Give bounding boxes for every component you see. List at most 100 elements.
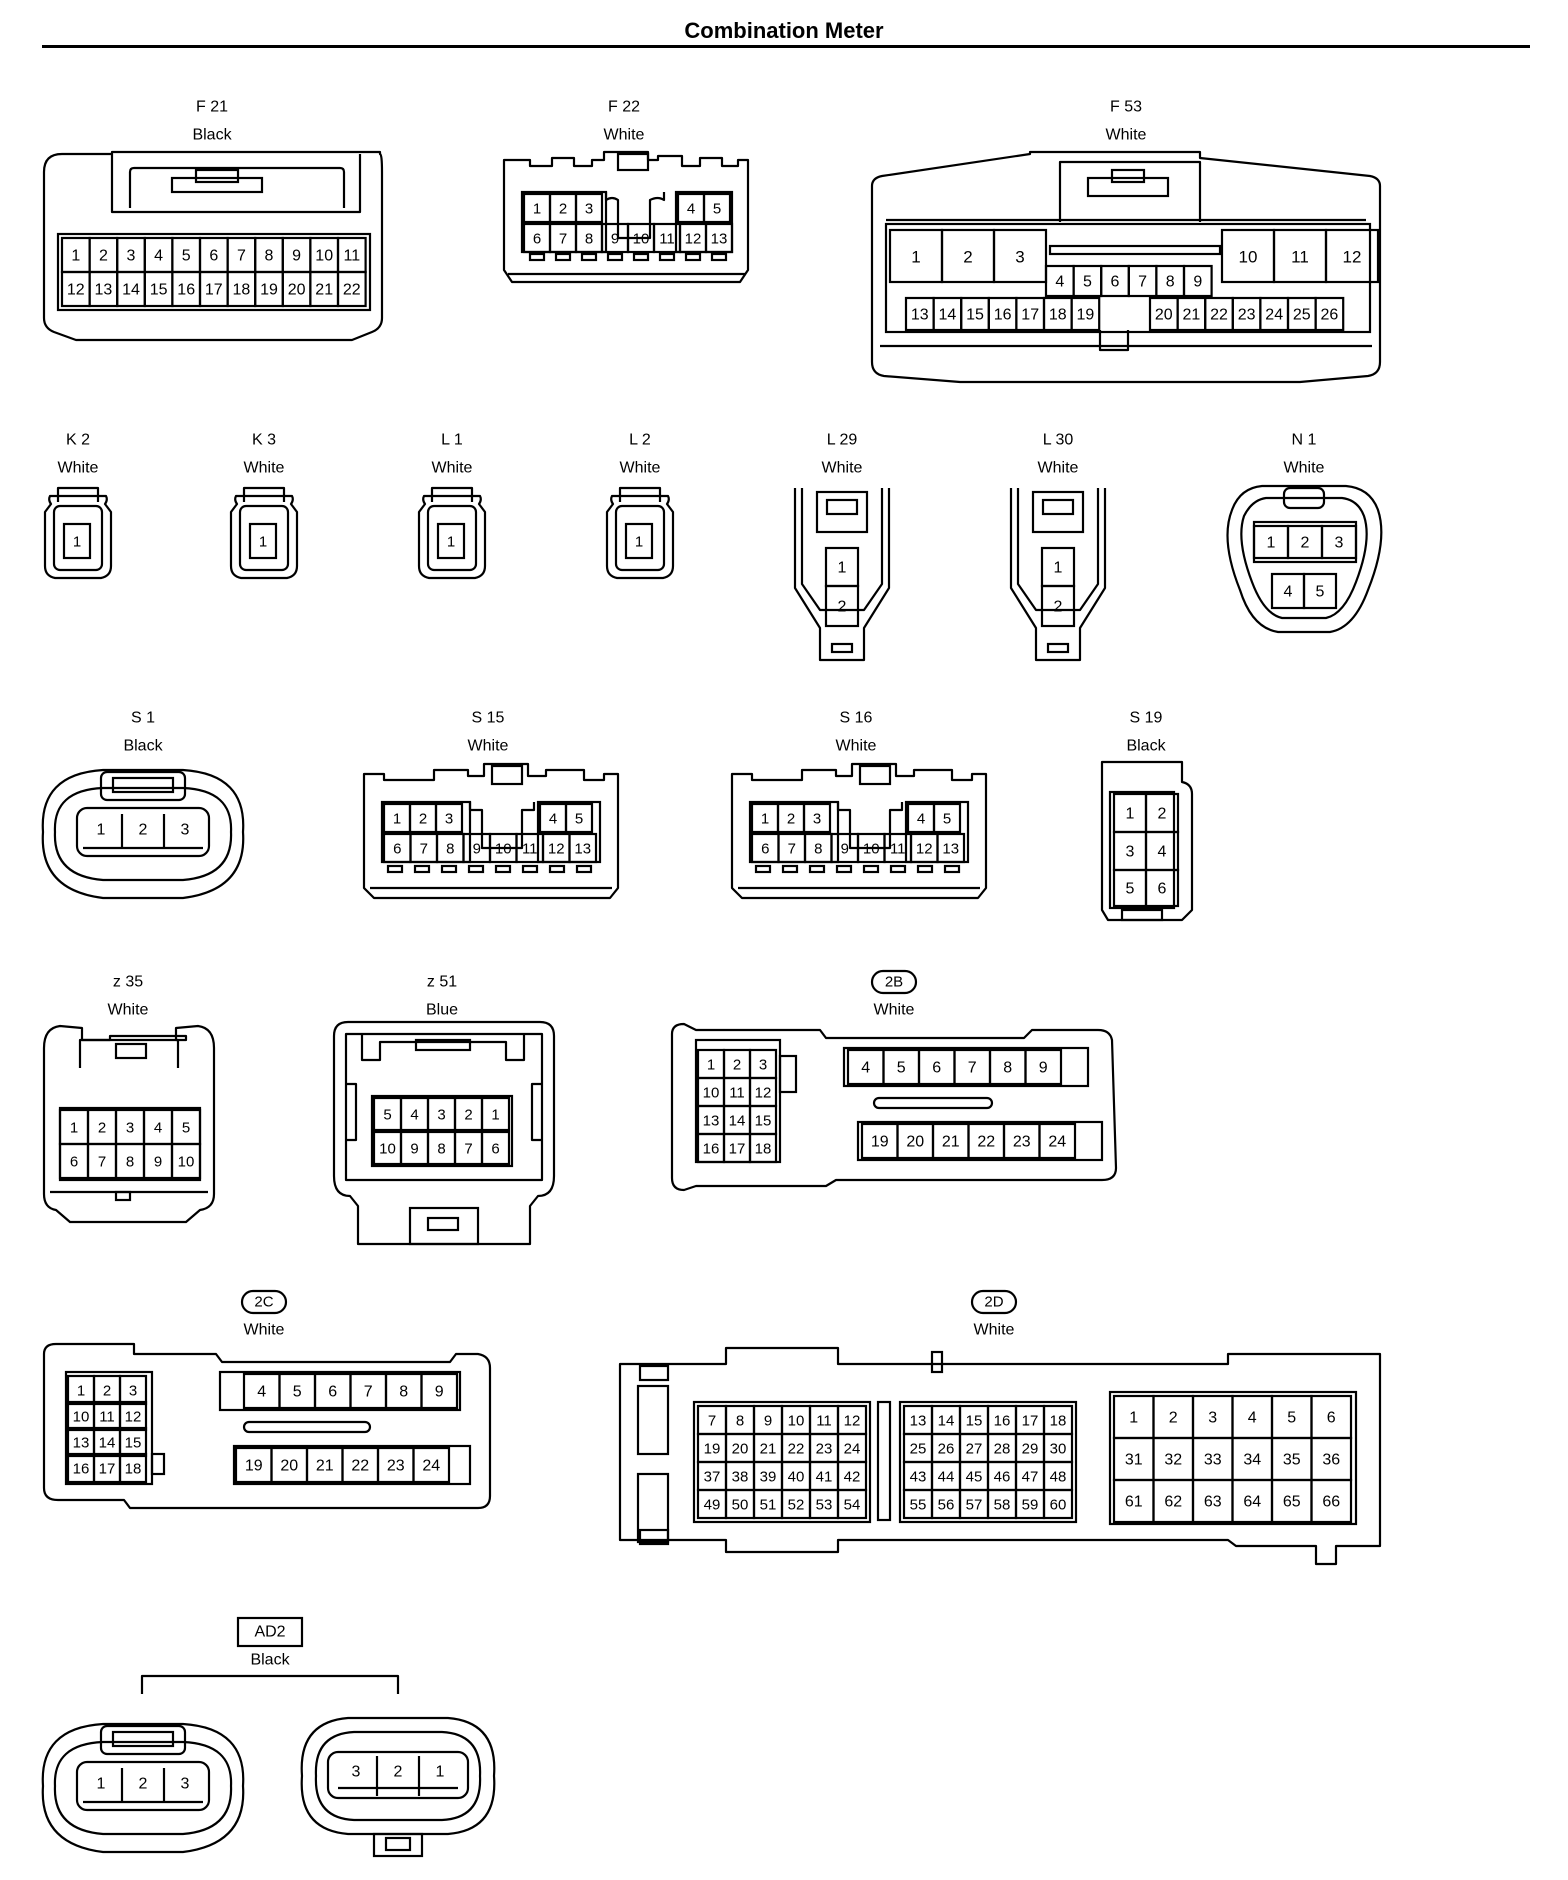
pin-number: 2 xyxy=(139,822,148,839)
F53-key-slot xyxy=(1048,244,1222,256)
connector-code: AD2 xyxy=(254,1624,285,1641)
pin-22: 22 xyxy=(967,1122,1006,1160)
pin-number: 20 xyxy=(1155,307,1173,324)
pin-number: 18 xyxy=(233,282,251,299)
pin-50: 50 xyxy=(724,1488,756,1520)
pin-27: 27 xyxy=(958,1432,990,1464)
pin-number: 50 xyxy=(732,1497,749,1514)
pin-number: 24 xyxy=(1048,1134,1066,1151)
pin-number: 6 xyxy=(393,841,401,858)
pin-number: 6 xyxy=(70,1154,78,1171)
one-pin-inner xyxy=(426,504,478,572)
pin-number: 21 xyxy=(942,1134,960,1151)
pin-number: 7 xyxy=(968,1060,977,1077)
pin-14: 14 xyxy=(930,1404,962,1436)
pin-number: 20 xyxy=(906,1134,924,1151)
terminal-slot xyxy=(386,864,404,874)
pin-number: 7 xyxy=(1138,274,1147,291)
pin-box xyxy=(1302,572,1338,610)
pin-5: 5 xyxy=(1270,1394,1313,1440)
pin-9: 9 xyxy=(399,1130,430,1166)
pin-number: 1 xyxy=(1129,1410,1138,1427)
pin-49: 49 xyxy=(696,1488,728,1520)
pin-number: 15 xyxy=(150,282,168,299)
pin-number: 9 xyxy=(841,841,849,858)
pin-number: 36 xyxy=(1322,1452,1340,1469)
pin-57: 57 xyxy=(958,1488,990,1520)
pin-15: 15 xyxy=(748,1104,778,1136)
pin-18: 18 xyxy=(1042,296,1073,332)
pin-7: 7 xyxy=(696,1404,728,1436)
pin-box xyxy=(702,192,732,224)
connector-code: K 2 xyxy=(66,432,90,449)
N1-outer xyxy=(1226,484,1383,634)
pin-number: 13 xyxy=(95,282,113,299)
pin-number: 5 xyxy=(1083,274,1092,291)
pin-number: 5 xyxy=(713,201,721,218)
pin-45: 45 xyxy=(958,1460,990,1492)
pin-number: 6 xyxy=(1111,274,1120,291)
pin-number: 35 xyxy=(1283,1452,1301,1469)
connector-color: White xyxy=(244,460,285,477)
pin-64: 64 xyxy=(1231,1478,1274,1524)
pin-number: 3 xyxy=(352,1764,361,1781)
pin-box xyxy=(824,584,860,628)
pin-number: 16 xyxy=(177,282,195,299)
pin-22: 22 xyxy=(780,1432,812,1464)
pin-number: 1 xyxy=(838,560,847,577)
pin-5: 5 xyxy=(882,1048,921,1086)
pin-60: 60 xyxy=(1042,1488,1074,1520)
pin-66: 66 xyxy=(1310,1478,1353,1524)
connector-color: White xyxy=(822,460,863,477)
pin-46: 46 xyxy=(986,1460,1018,1492)
pin-number: 12 xyxy=(844,1413,861,1430)
F22-lock xyxy=(616,152,650,172)
connector-color: White xyxy=(108,1002,149,1019)
pin-5: 5 xyxy=(278,1372,317,1410)
pin-2: 2 xyxy=(408,802,438,834)
pin-5: 5 xyxy=(932,802,962,834)
round-pin-frame xyxy=(75,806,211,858)
pin-53: 53 xyxy=(808,1488,840,1520)
pin-12: 12 xyxy=(541,832,571,864)
pin-box xyxy=(420,1372,459,1410)
pin-number: 10 xyxy=(315,248,333,265)
pin-number: 2 xyxy=(559,201,567,218)
2B-bottom-frame xyxy=(856,1120,1104,1162)
pin-number: 2 xyxy=(99,248,108,265)
pin-box xyxy=(1314,296,1345,332)
connector-code: S 1 xyxy=(131,710,155,727)
pin-3: 3 xyxy=(992,228,1048,284)
pin-number: 9 xyxy=(1193,274,1202,291)
pin-1: 1 xyxy=(1040,546,1076,588)
pin-number: 3 xyxy=(1126,844,1135,861)
pin-number: 19 xyxy=(245,1458,263,1475)
z35-shell xyxy=(42,1024,216,1224)
pin-number: 8 xyxy=(265,248,274,265)
pin-6: 6 xyxy=(1100,264,1130,298)
pin-4: 4 xyxy=(399,1096,430,1132)
pin-number: 15 xyxy=(966,307,984,324)
terminal-slot xyxy=(548,864,566,874)
pin-box xyxy=(1040,584,1076,628)
pin-23: 23 xyxy=(1231,296,1262,332)
pin-9: 9 xyxy=(420,1372,459,1410)
pin-number: 51 xyxy=(760,1497,777,1514)
pin-number: 20 xyxy=(280,1458,298,1475)
pin-box xyxy=(336,270,367,308)
pin-number: 4 xyxy=(257,1384,266,1401)
pin-number: 22 xyxy=(977,1134,995,1151)
pin-9: 9 xyxy=(281,236,312,274)
pin-number: 47 xyxy=(1022,1469,1039,1486)
pin-box xyxy=(436,522,466,560)
terminal-slot xyxy=(413,864,431,874)
pin-box xyxy=(170,1142,202,1180)
pin-8: 8 xyxy=(1155,264,1186,298)
pin-number: 2 xyxy=(838,599,847,616)
terminal-slot xyxy=(835,864,853,874)
